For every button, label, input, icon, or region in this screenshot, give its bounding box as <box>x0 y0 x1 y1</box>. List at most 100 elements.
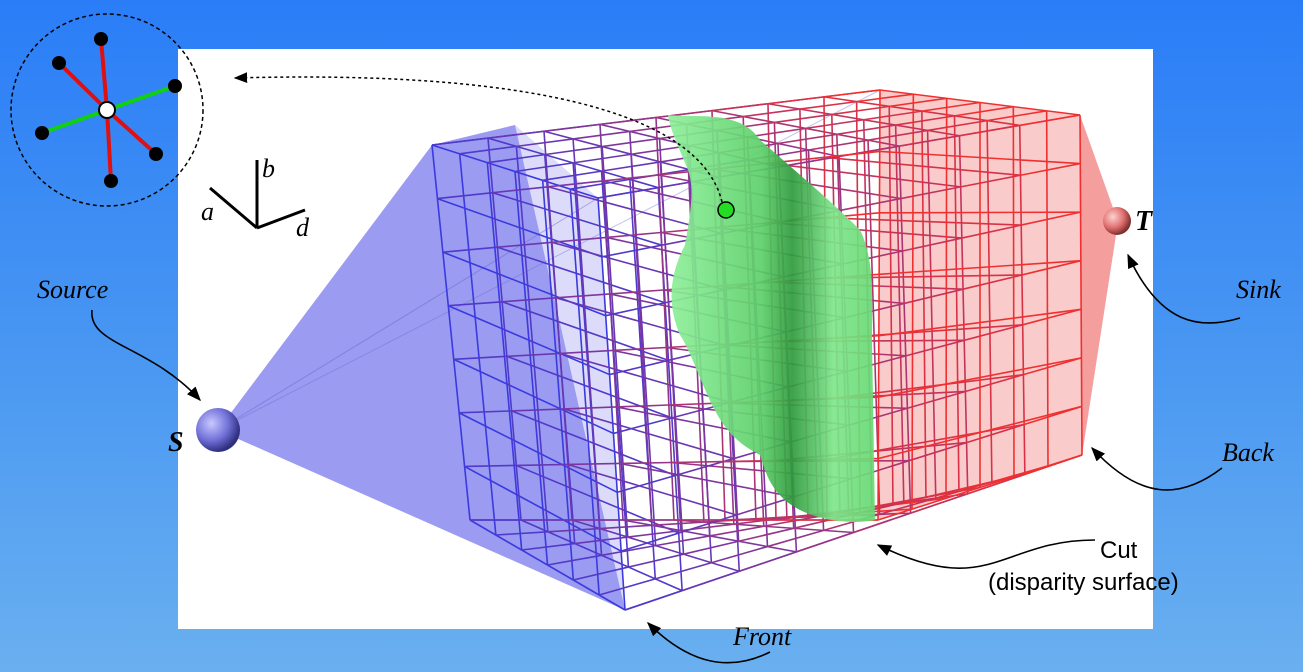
grid-line <box>960 174 1021 188</box>
grid-line <box>965 373 1024 393</box>
grid-line <box>878 357 1082 398</box>
grid-line <box>1079 114 1083 456</box>
grid-line <box>898 146 912 514</box>
grid-line <box>879 497 937 516</box>
grid-line <box>628 131 653 526</box>
callout-arrows <box>91 253 1241 664</box>
grid-line <box>967 473 1026 495</box>
grid-line <box>599 124 624 521</box>
grid-line <box>515 146 549 532</box>
grid-line <box>492 191 662 246</box>
grid-line <box>889 97 947 108</box>
grid-line <box>921 101 981 112</box>
grid-line <box>601 161 661 172</box>
grid-line <box>986 110 1047 122</box>
grid-line <box>921 111 927 498</box>
grid-line <box>543 123 601 133</box>
sink-sphere-icon <box>1103 207 1131 235</box>
grid-line <box>431 137 489 146</box>
grid-line <box>747 127 806 138</box>
grid-line <box>767 96 825 105</box>
grid-line <box>879 259 1081 276</box>
front-label: Front <box>732 622 792 651</box>
grid-line <box>516 138 574 148</box>
grid-line <box>738 551 797 573</box>
grid-line <box>1024 454 1083 476</box>
grid-line <box>544 145 603 156</box>
grid-line <box>619 462 795 498</box>
grid-line <box>903 288 964 305</box>
grid-line <box>616 404 669 408</box>
grid-line <box>613 417 673 435</box>
grid-line <box>945 98 948 499</box>
grid-line <box>709 525 764 537</box>
grid-line <box>613 346 667 352</box>
grid-line <box>453 358 614 435</box>
grid-line <box>655 561 712 580</box>
grid-line <box>563 406 617 410</box>
grid-line <box>603 174 659 182</box>
grid-line <box>895 115 955 126</box>
grid-line <box>927 119 988 132</box>
grid-line <box>966 423 1025 444</box>
grid-line <box>602 137 660 148</box>
grid-line <box>903 488 960 504</box>
grid-line <box>954 105 1014 117</box>
axis-label-a: a <box>201 197 214 226</box>
grid-line <box>678 514 737 534</box>
grid-line <box>878 308 1082 337</box>
grid-line <box>628 553 684 568</box>
grid-line <box>824 216 1022 226</box>
grid-line <box>609 359 669 376</box>
grid-line <box>487 153 545 164</box>
grid-line <box>567 462 620 466</box>
grid-line <box>609 289 664 295</box>
grid-line <box>831 105 890 116</box>
grid-line <box>840 197 902 211</box>
grid-line <box>902 237 963 252</box>
grid-line <box>624 589 683 611</box>
grid-line <box>598 578 656 596</box>
grid-line <box>617 474 676 494</box>
grid-line <box>763 515 818 528</box>
grid-line <box>774 113 832 124</box>
grid-line <box>574 536 628 545</box>
grid-line <box>605 301 666 317</box>
grid-line <box>497 241 553 249</box>
grid-line <box>905 339 965 357</box>
grid-line <box>962 274 1023 290</box>
cut-label: Cut <box>1100 537 1138 564</box>
grid-line <box>1022 308 1082 326</box>
grid-line <box>824 156 1021 177</box>
grid-line <box>619 461 672 465</box>
grid-line <box>1012 106 1015 477</box>
grid-line <box>551 236 607 244</box>
grid-line <box>867 129 928 141</box>
axis-label-d: d <box>296 213 310 242</box>
grid-line <box>453 355 507 361</box>
grid-line <box>492 185 549 194</box>
grid-line <box>597 197 626 611</box>
grid-line <box>853 512 911 534</box>
grid-line <box>961 224 1022 239</box>
grid-line <box>863 110 922 121</box>
axis-triad-icon <box>209 160 306 230</box>
grid-line <box>836 124 896 136</box>
grid-line <box>769 162 961 188</box>
grid-line <box>796 531 854 553</box>
grid-line <box>502 297 557 303</box>
grid-line <box>926 130 937 499</box>
grid-line <box>1023 405 1082 426</box>
source-pyramid <box>217 89 881 610</box>
grid-line <box>442 246 498 253</box>
grid-line <box>1023 357 1082 376</box>
grid-line <box>736 496 795 516</box>
grid-line <box>877 89 881 521</box>
grid-line <box>651 521 704 527</box>
grid-line <box>547 527 600 533</box>
grid-line <box>953 115 960 490</box>
grid-line <box>824 150 880 159</box>
grid-line <box>907 390 966 410</box>
grid-line <box>658 138 682 531</box>
grid-line <box>448 300 503 307</box>
